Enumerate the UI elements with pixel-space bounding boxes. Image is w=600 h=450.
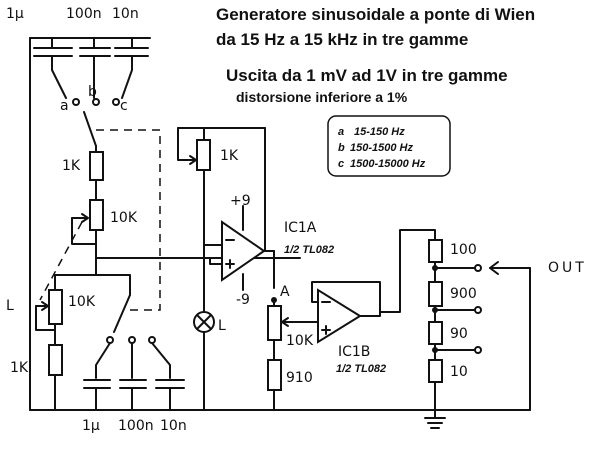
cap-bottom-100n-label: 100n bbox=[118, 418, 154, 434]
range-text-a: 15-150 Hz bbox=[354, 126, 405, 138]
range-switch-bottom bbox=[95, 294, 171, 379]
ic1a-name-label: IC1A bbox=[284, 220, 317, 236]
ic1b-opamp bbox=[311, 229, 436, 344]
switch-a-label: a bbox=[60, 98, 69, 114]
pot-10k-2-label: 10K bbox=[68, 294, 96, 310]
resistor-900-label: 900 bbox=[450, 286, 477, 302]
pot-10k-1-label: 10K bbox=[110, 210, 138, 226]
output-attenuator bbox=[424, 239, 531, 429]
range-text-b: 150-1500 Hz bbox=[350, 142, 413, 154]
top-capacitor-bank bbox=[29, 37, 151, 411]
cap-top-1u-label: 1μ bbox=[6, 6, 24, 22]
ic1a-part-label: 1/2 TL082 bbox=[284, 244, 334, 256]
title-line-3: Uscita da 1 mV ad 1V in tre gamme bbox=[226, 66, 508, 85]
pot-1k-feedback-label: 1K bbox=[220, 148, 239, 164]
node-A-label: A bbox=[280, 284, 290, 300]
resistor-910-label: 910 bbox=[286, 370, 313, 386]
resistor-100-label: 100 bbox=[450, 242, 477, 258]
title-line-4: distorsione inferiore a 1% bbox=[236, 89, 408, 105]
title-line-2: da 15 Hz a 15 kHz in tre gamme bbox=[216, 30, 468, 49]
resistor-1k-bottom-label: 1K bbox=[10, 360, 29, 376]
resistor-1k-top-label: 1K bbox=[62, 158, 81, 174]
range-legend-box bbox=[327, 115, 451, 177]
supply-positive-label: +9 bbox=[230, 193, 251, 209]
bottom-capacitor-bank bbox=[83, 379, 185, 411]
range-key-c: c bbox=[338, 158, 344, 170]
pot-10k-out-label: 10K bbox=[286, 333, 314, 349]
range-key-a: a bbox=[338, 126, 344, 138]
supply-negative-label: -9 bbox=[236, 292, 250, 308]
switch-c-label: c bbox=[120, 98, 128, 114]
resistor-90-label: 90 bbox=[450, 326, 468, 342]
cap-bottom-10n-label: 10n bbox=[160, 418, 187, 434]
ic1b-name-label: IC1B bbox=[338, 344, 370, 360]
cap-top-10n-label: 10n bbox=[112, 6, 139, 22]
output-label: OUT bbox=[548, 260, 587, 276]
range-text-c: 1500-15000 Hz bbox=[350, 158, 426, 170]
title-line-1: Generatore sinusoidale a ponte di Wien bbox=[216, 5, 535, 24]
output-level-pot bbox=[267, 299, 319, 411]
left-shunt-branch bbox=[35, 289, 63, 411]
ic1a-opamp bbox=[209, 127, 275, 291]
cap-top-100n-label: 100n bbox=[66, 6, 102, 22]
lamp-L-label: L bbox=[218, 318, 226, 334]
resistor-10-label: 10 bbox=[450, 364, 468, 380]
link-L-label: L bbox=[6, 298, 14, 314]
ganged-pot-link bbox=[39, 221, 83, 301]
ic1b-part-label: 1/2 TL082 bbox=[336, 363, 386, 375]
feedback-network bbox=[177, 127, 266, 411]
range-key-b: b bbox=[338, 142, 345, 154]
cap-bottom-1u-label: 1μ bbox=[82, 418, 100, 434]
range-switch-top bbox=[72, 98, 161, 311]
left-series-branch bbox=[54, 145, 301, 296]
switch-b-label: b bbox=[88, 84, 97, 100]
